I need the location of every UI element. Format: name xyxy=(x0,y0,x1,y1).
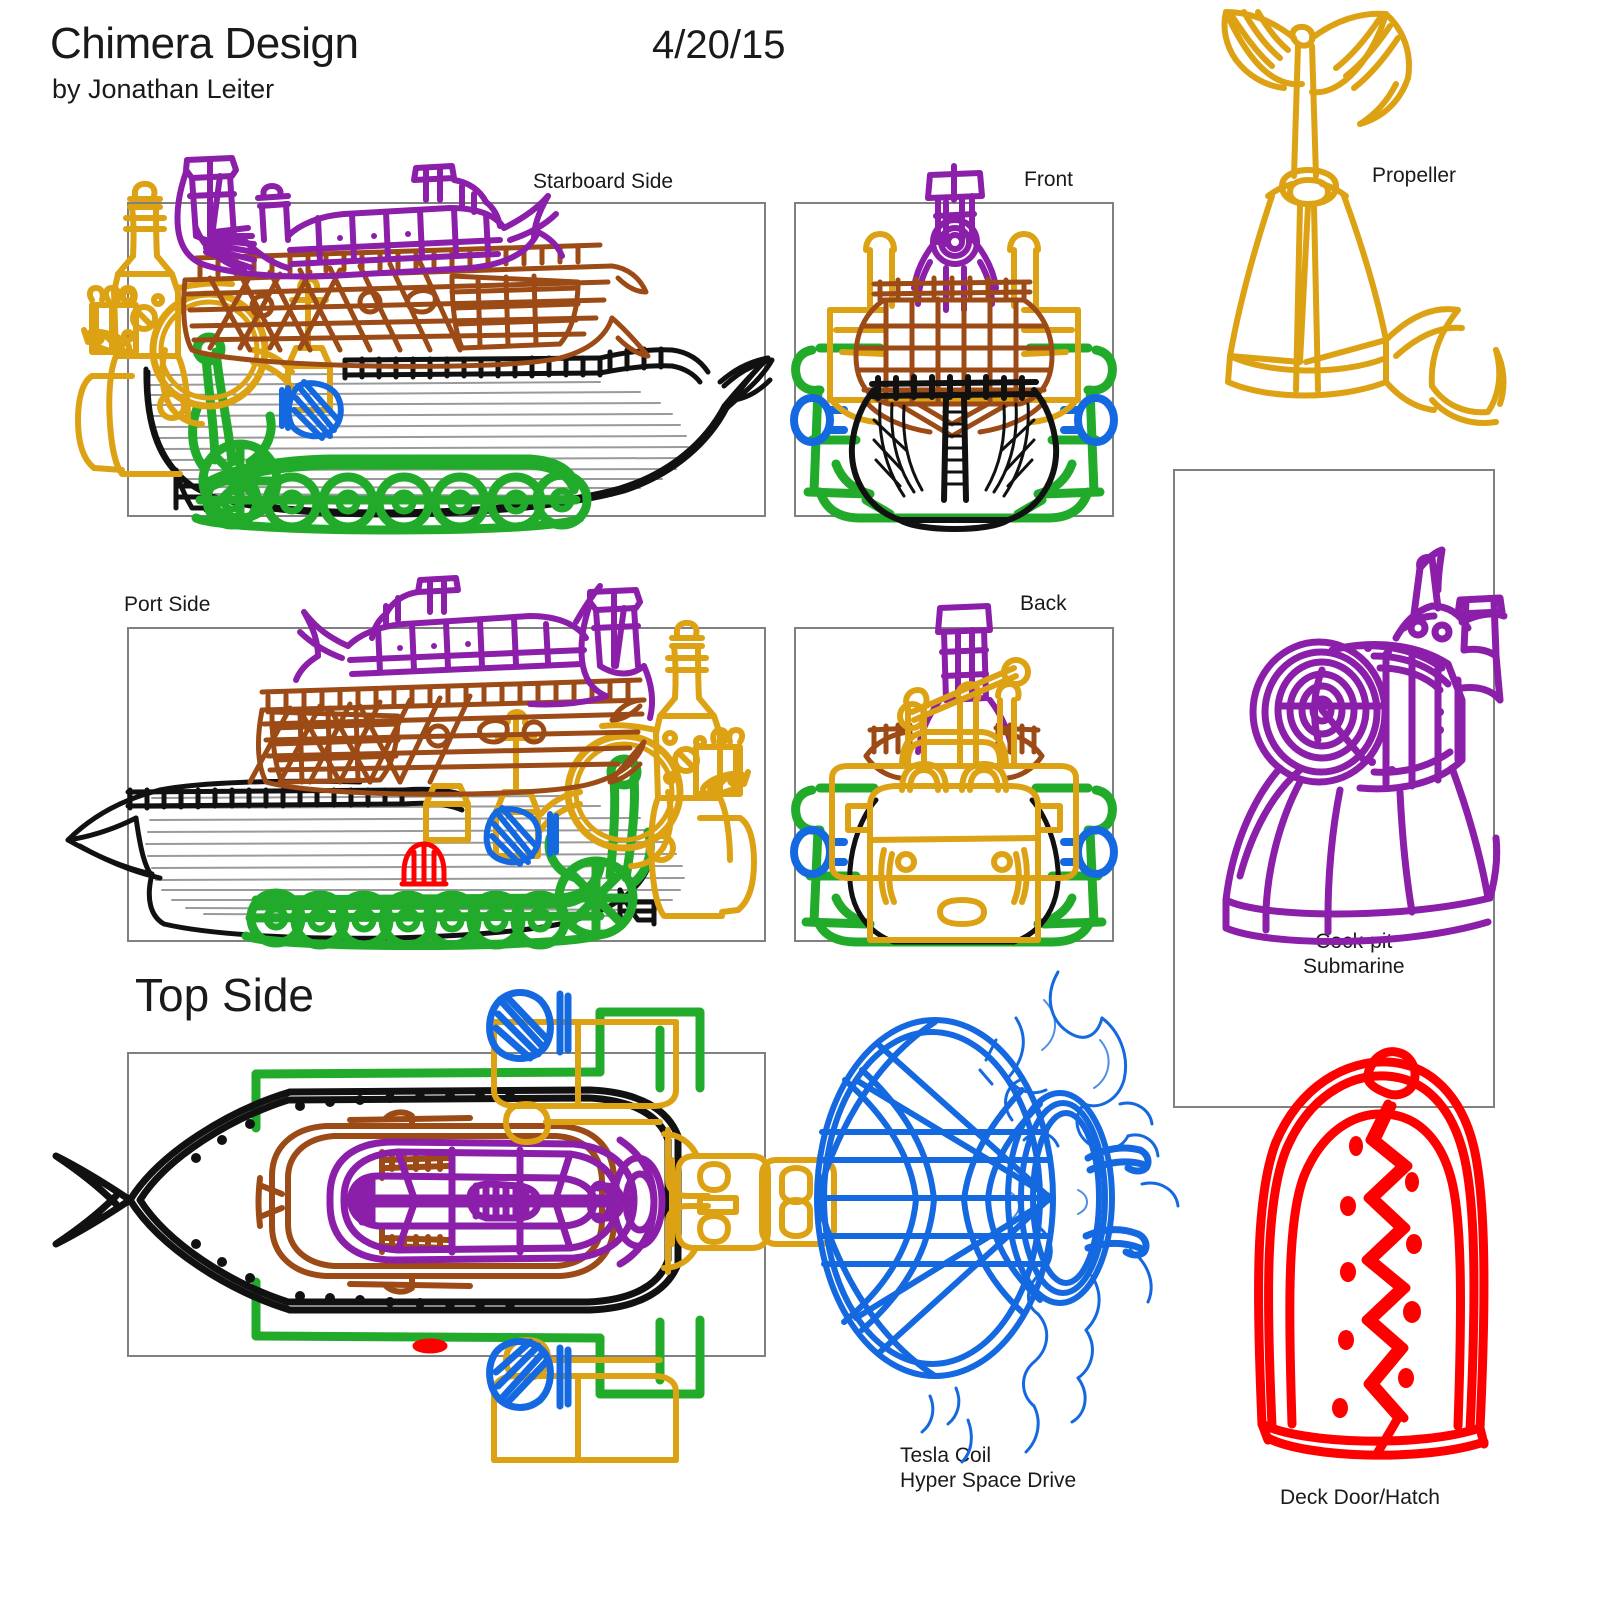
tank-tread-port xyxy=(241,754,655,951)
hull-front xyxy=(848,374,1060,532)
byline: by Jonathan Leiter xyxy=(52,74,275,104)
label-starboard-side: Starboard Side xyxy=(533,170,674,193)
label-top-side: Top Side xyxy=(135,969,315,1021)
submarine-tower-front xyxy=(911,163,999,313)
date-stamp: 4/20/15 xyxy=(652,23,786,67)
hull-outline-starboard xyxy=(143,346,775,518)
submarine-cockpit-starboard xyxy=(174,155,565,280)
submarine-cockpit-port xyxy=(293,575,655,721)
drawing-top-side xyxy=(52,989,837,1463)
drawing-front-view xyxy=(790,163,1118,532)
steam-engine-port xyxy=(423,619,757,919)
drawing-tesla-coil-hyperdrive xyxy=(814,970,1180,1464)
cockpit-label-line2: Submarine xyxy=(1303,954,1405,978)
page-title: Chimera Design xyxy=(50,19,359,68)
drawing-propeller-detail xyxy=(1221,9,1507,426)
drawing-cockpit-submarine-detail xyxy=(1222,546,1508,946)
deck-hatch-top xyxy=(412,1338,448,1354)
frame-cockpit-detail xyxy=(1173,469,1495,1108)
tesla-emitter-port xyxy=(483,805,559,867)
drawing-deck-door-hatch xyxy=(1254,1047,1489,1460)
gold-rear-body-back xyxy=(829,657,1079,943)
submarine-cockpit-top xyxy=(326,1136,666,1268)
tank-tread-starboard xyxy=(188,332,587,535)
label-port-side: Port Side xyxy=(124,593,211,616)
label-propeller: Propeller xyxy=(1372,164,1457,187)
drawing-port-side xyxy=(65,575,757,951)
tesla-label-line2: Hyper Space Drive xyxy=(900,1468,1077,1492)
drawing-starboard-side xyxy=(75,155,775,535)
deck-hatch-port xyxy=(399,841,449,887)
label-deck-door-hatch: Deck Door/Hatch xyxy=(1280,1486,1440,1509)
label-back-view: Back xyxy=(1020,592,1067,615)
tesla-emitter-starboard xyxy=(279,379,344,441)
label-front-view: Front xyxy=(1024,168,1074,191)
wooden-deck-port xyxy=(247,677,647,797)
tank-tread-top xyxy=(251,1007,705,1399)
drawing-back-view xyxy=(790,603,1118,947)
tesla-emitters-top xyxy=(486,989,572,1411)
wooden-deck-front xyxy=(853,275,1055,439)
